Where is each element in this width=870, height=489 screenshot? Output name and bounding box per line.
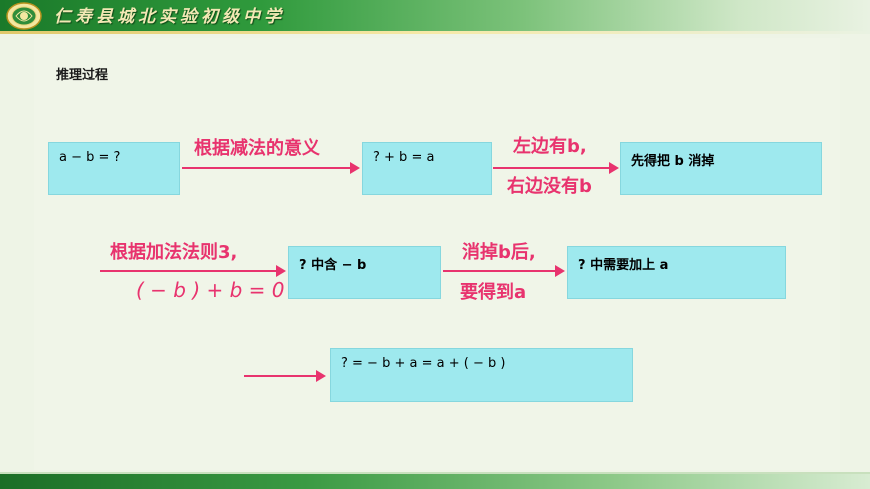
school-name: 仁寿县城北实验初级中学 — [54, 7, 285, 27]
box-addition-form-text: ? + b = a — [373, 150, 435, 165]
box-subtraction: a − b = ? — [48, 142, 180, 195]
box-subtraction-text: a − b = ? — [59, 150, 121, 165]
header-accent-line — [0, 31, 870, 34]
box-contains-neg-b-text: ? 中含 − b — [299, 258, 367, 273]
box-conclusion-text: ? = − b + a = a + ( − b ) — [341, 356, 506, 371]
box-eliminate-b-text: 先得把 b 消掉 — [631, 154, 715, 169]
arrow-right-icon — [493, 162, 619, 174]
label-by-subtraction-meaning: 根据减法的意义 — [194, 138, 320, 159]
school-logo-icon — [6, 2, 42, 30]
formula-neg-b-plus-b: ( − b ) + b = 0 — [136, 278, 285, 302]
footer-accent-line — [0, 472, 870, 474]
arrow-right-icon — [244, 370, 326, 382]
subtitle: 推理过程 — [56, 68, 109, 83]
arrow-right-icon — [443, 265, 565, 277]
label-right-no-b: 右边没有b — [507, 176, 592, 197]
box-addition-form: ? + b = a — [362, 142, 492, 195]
label-left-has-b: 左边有b, — [513, 136, 587, 157]
box-eliminate-b: 先得把 b 消掉 — [620, 142, 822, 195]
label-addition-rule-3: 根据加法法则3, — [110, 242, 238, 263]
box-conclusion: ? = − b + a = a + ( − b ) — [330, 348, 633, 402]
box-needs-add-a: ? 中需要加上 a — [567, 246, 786, 299]
arrow-right-icon — [182, 162, 360, 174]
arrow-right-icon — [100, 265, 286, 277]
box-needs-add-a-text: ? 中需要加上 a — [578, 258, 669, 273]
label-to-get-a: 要得到a — [460, 282, 527, 303]
footer-band — [0, 474, 870, 489]
label-after-eliminating-b: 消掉b后, — [462, 242, 536, 263]
box-contains-neg-b: ? 中含 − b — [288, 246, 441, 299]
header-band — [0, 0, 870, 34]
